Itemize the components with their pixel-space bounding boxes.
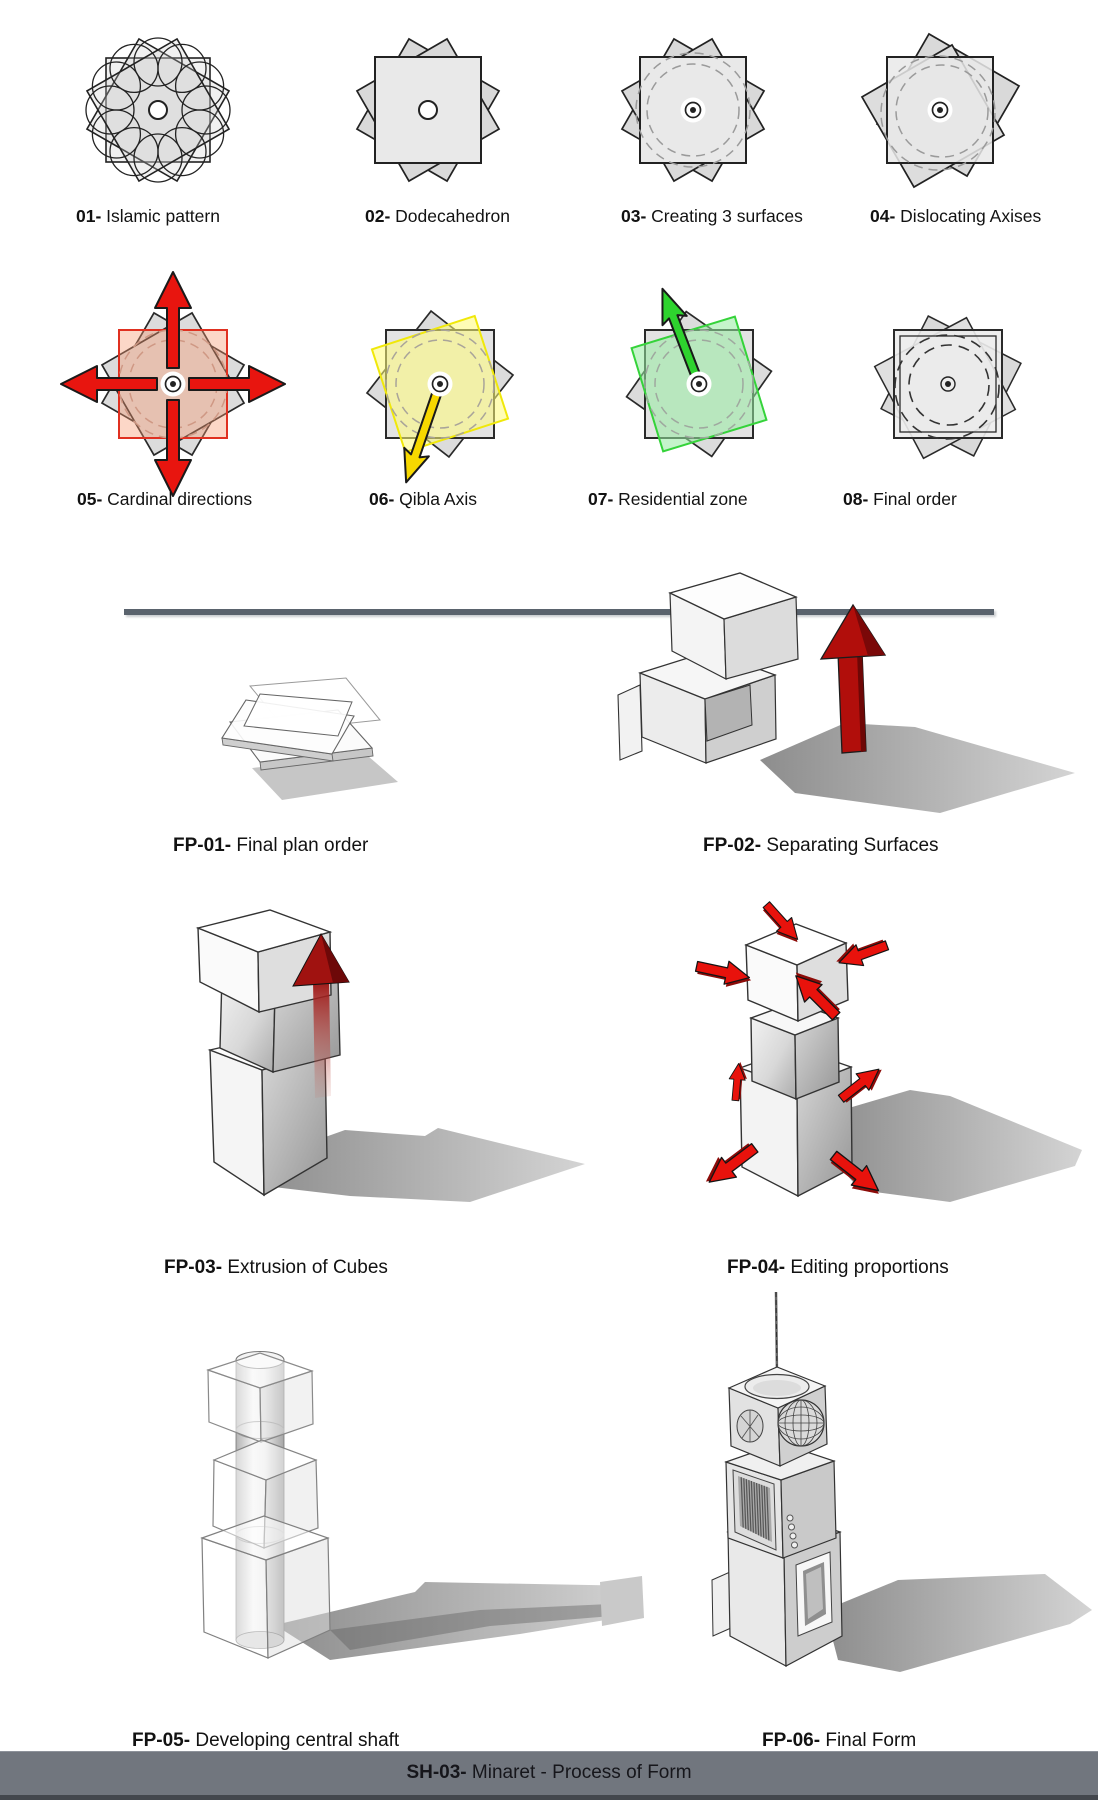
center-hole bbox=[148, 100, 168, 120]
form-step-fp02-label: FP-02- Separating Surfaces bbox=[703, 835, 939, 856]
plan-step-01-label: 01- Islamic pattern bbox=[76, 206, 220, 226]
figure-fp04-editing-proportions bbox=[693, 897, 1082, 1205]
figure-fp03-extrusion-of-cubes bbox=[195, 909, 585, 1202]
rosette-arcs bbox=[85, 37, 231, 183]
extrusion-arrow bbox=[292, 932, 350, 1098]
residential-arrow bbox=[661, 287, 702, 380]
center-axis-dot bbox=[937, 107, 943, 113]
diagram-01-islamic-pattern bbox=[85, 37, 231, 183]
center-axis-dot bbox=[696, 381, 702, 387]
diagram-05-cardinal-directions bbox=[60, 271, 286, 497]
diagram-04-dislocating-axises bbox=[860, 32, 1021, 189]
qibla-arrow bbox=[403, 389, 443, 484]
center-hole bbox=[418, 100, 438, 120]
form-step-fp03-label: FP-03- Extrusion of Cubes bbox=[164, 1257, 388, 1278]
form-step-fp04-label: FP-04- Editing proportions bbox=[727, 1257, 949, 1278]
plan-step-02-label: 02- Dodecahedron bbox=[365, 206, 510, 226]
separation-arrow bbox=[819, 603, 887, 754]
center-axis-dot bbox=[945, 381, 951, 387]
diagram-06-qibla-axis bbox=[365, 309, 515, 484]
shadow bbox=[825, 1574, 1092, 1672]
center-axis-dot bbox=[170, 381, 176, 387]
plan-step-07-label: 07- Residential zone bbox=[588, 489, 748, 509]
surface-circles bbox=[635, 52, 751, 168]
plan-step-04-label: 04- Dislocating Axises bbox=[870, 206, 1042, 226]
transparent-boxes bbox=[200, 1352, 331, 1659]
center-axis-dot bbox=[437, 381, 443, 387]
form-step-fp06-label: FP-06- Final Form bbox=[762, 1730, 917, 1751]
plan-step-08-label: 08- Final order bbox=[843, 489, 957, 509]
form-step-fp05-label: FP-05- Developing central shaft bbox=[132, 1730, 400, 1751]
footer-bar: SH-03- Minaret - Process of Form bbox=[0, 1751, 1098, 1800]
shadow bbox=[825, 1090, 1082, 1202]
plan-step-05-label: 05- Cardinal directions bbox=[77, 489, 253, 509]
spire bbox=[774, 1291, 779, 1376]
sheet-title: SH-03- Minaret - Process of Form bbox=[406, 1762, 692, 1783]
diagram-03-three-surfaces bbox=[620, 37, 766, 183]
diagram-02-dodecahedron bbox=[355, 37, 501, 183]
section-divider bbox=[124, 609, 994, 615]
figure-fp02-separating-surfaces bbox=[617, 572, 1075, 813]
shadow bbox=[760, 723, 1075, 813]
shadow-tail bbox=[600, 1576, 644, 1626]
footer-bottom-strip bbox=[0, 1795, 1098, 1800]
diagram-08-final-order bbox=[873, 315, 1022, 460]
form-step-fp01-label: FP-01- Final plan order bbox=[173, 835, 369, 856]
globe-grid bbox=[777, 1399, 825, 1447]
shadow bbox=[275, 1582, 642, 1660]
figure-fp06-final-form bbox=[600, 1291, 1092, 1672]
surface-circles bbox=[880, 55, 996, 171]
plan-step-06-label: 06- Qibla Axis bbox=[369, 489, 477, 509]
plan-step-03-label: 03- Creating 3 surfaces bbox=[621, 206, 803, 226]
order-circles bbox=[894, 334, 1000, 440]
top-module-globe bbox=[727, 1366, 828, 1467]
figure-fp01-final-plan-order bbox=[221, 677, 398, 800]
shadow bbox=[255, 1128, 585, 1202]
diagram-07-residential-zone bbox=[625, 287, 773, 458]
figure-fp05-central-shaft bbox=[200, 1351, 642, 1660]
center-axis-dot bbox=[690, 107, 696, 113]
